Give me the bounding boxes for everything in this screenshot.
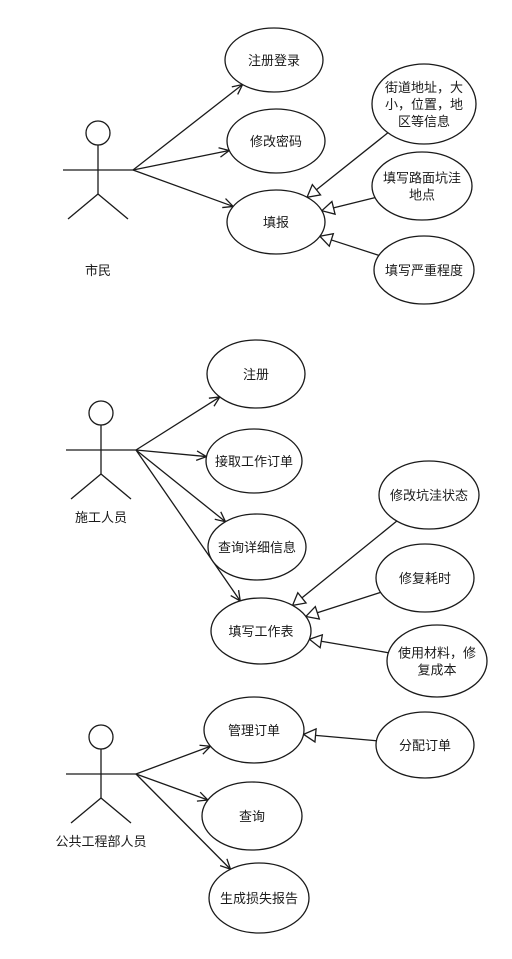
generalization-edge — [308, 633, 389, 654]
usecase-uc3: 填报 — [226, 189, 326, 255]
usecase-label: 填写工作表 — [228, 625, 293, 640]
usecase-label: 修复耗时 — [399, 572, 451, 587]
usecase-uc11: 修改坑洼状态 — [378, 460, 480, 530]
hollow-triangle-arrowhead — [305, 183, 322, 199]
actor-head — [85, 120, 111, 146]
actor-worker: 施工人员 — [66, 400, 136, 526]
usecase-oval — [224, 27, 324, 93]
hollow-triangle-arrowhead — [302, 727, 317, 744]
actor-head — [88, 724, 114, 750]
generalization-edge — [302, 727, 377, 744]
association-edge — [135, 396, 222, 451]
usecase-label: 填写严重程度 — [385, 263, 463, 279]
usecase-oval — [378, 460, 480, 530]
usecase-uc6: 填写严重程度 — [373, 235, 475, 305]
usecase-label: 管理订单 — [228, 724, 280, 739]
usecase-oval — [371, 151, 473, 221]
usecase-oval — [386, 624, 488, 698]
hollow-triangle-arrowhead — [318, 232, 335, 248]
usecase-oval — [375, 543, 475, 613]
usecase-oval — [206, 339, 306, 409]
usecase-uc7: 注册 — [206, 339, 306, 409]
association-edge — [132, 83, 244, 171]
actor-label: 施工人员 — [75, 511, 127, 526]
usecase-uc15: 查询 — [201, 781, 303, 851]
usecase-label: 地点 — [409, 189, 435, 204]
actor-left-leg — [70, 473, 102, 500]
usecase-oval — [226, 189, 326, 255]
actor-citizen: 市民 — [63, 120, 133, 279]
usecase-uc2: 修改密码 — [226, 108, 326, 174]
usecase-label: 查询详细信息 — [218, 540, 296, 556]
usecase-uc14: 管理订单 — [203, 696, 305, 764]
usecase-uc10: 填写工作表 — [210, 597, 312, 665]
usecase-oval — [226, 108, 326, 174]
usecase-oval — [207, 513, 307, 581]
usecase-uc17: 分配订单 — [375, 711, 475, 779]
usecase-label: 查询 — [239, 810, 265, 825]
diagram-edges — [132, 83, 398, 871]
usecase-uc9: 查询详细信息 — [207, 513, 307, 581]
usecase-label: 小，位置，地 — [385, 98, 463, 113]
actor-left-leg — [67, 193, 99, 220]
generalization-edge — [291, 520, 398, 607]
usecases-layer: 注册登录修改密码填报街道地址，大小，位置，地区等信息填写路面坑洼地点填写严重程度… — [201, 27, 488, 934]
usecase-oval — [205, 428, 303, 494]
actor-label: 市民 — [85, 263, 111, 279]
actor-label: 公共工程部人员 — [55, 835, 146, 850]
usecase-oval — [373, 235, 475, 305]
usecase-label: 注册登录 — [248, 54, 300, 69]
generalization-edge — [304, 591, 381, 620]
usecase-label: 使用材料，修 — [398, 646, 476, 662]
usecase-uc12: 修复耗时 — [375, 543, 475, 613]
usecase-uc8: 接取工作订单 — [205, 428, 303, 494]
usecase-uc1: 注册登录 — [224, 27, 324, 93]
usecase-oval — [208, 862, 310, 934]
usecase-oval — [210, 597, 312, 665]
actor-head — [88, 400, 114, 426]
hollow-triangle-arrowhead — [304, 605, 321, 620]
usecase-oval — [375, 711, 475, 779]
usecase-oval — [371, 63, 477, 145]
usecase-label: 复成本 — [417, 664, 456, 679]
association-edge — [135, 773, 210, 802]
usecase-label: 修改坑洼状态 — [390, 489, 468, 504]
usecase-label: 注册 — [243, 368, 269, 383]
usecase-label: 生成损失报告 — [220, 892, 298, 907]
usecase-label: 填报 — [263, 216, 289, 231]
association-edge — [135, 744, 212, 775]
usecase-oval — [201, 781, 303, 851]
hollow-triangle-arrowhead — [291, 591, 308, 607]
actor-dept: 公共工程部人员 — [55, 724, 147, 850]
hollow-triangle-arrowhead — [308, 633, 324, 649]
association-edge — [132, 169, 235, 209]
hollow-triangle-arrowhead — [320, 200, 336, 216]
usecase-uc16: 生成损失报告 — [208, 862, 310, 934]
usecase-label: 分配订单 — [399, 739, 451, 754]
actor-right-leg — [97, 193, 129, 220]
actor-left-leg — [70, 797, 102, 824]
usecase-label: 街道地址，大 — [385, 81, 463, 96]
usecase-label: 区等信息 — [398, 114, 450, 130]
generalization-edge — [318, 232, 380, 256]
actor-right-leg — [100, 797, 132, 824]
generalization-edge — [305, 132, 389, 199]
usecase-oval — [203, 696, 305, 764]
generalization-edge — [320, 196, 376, 216]
usecase-label: 接取工作订单 — [215, 454, 293, 470]
usecase-label: 修改密码 — [250, 134, 302, 150]
actor-right-leg — [100, 473, 132, 500]
usecase-label: 填写路面坑洼 — [383, 171, 461, 187]
